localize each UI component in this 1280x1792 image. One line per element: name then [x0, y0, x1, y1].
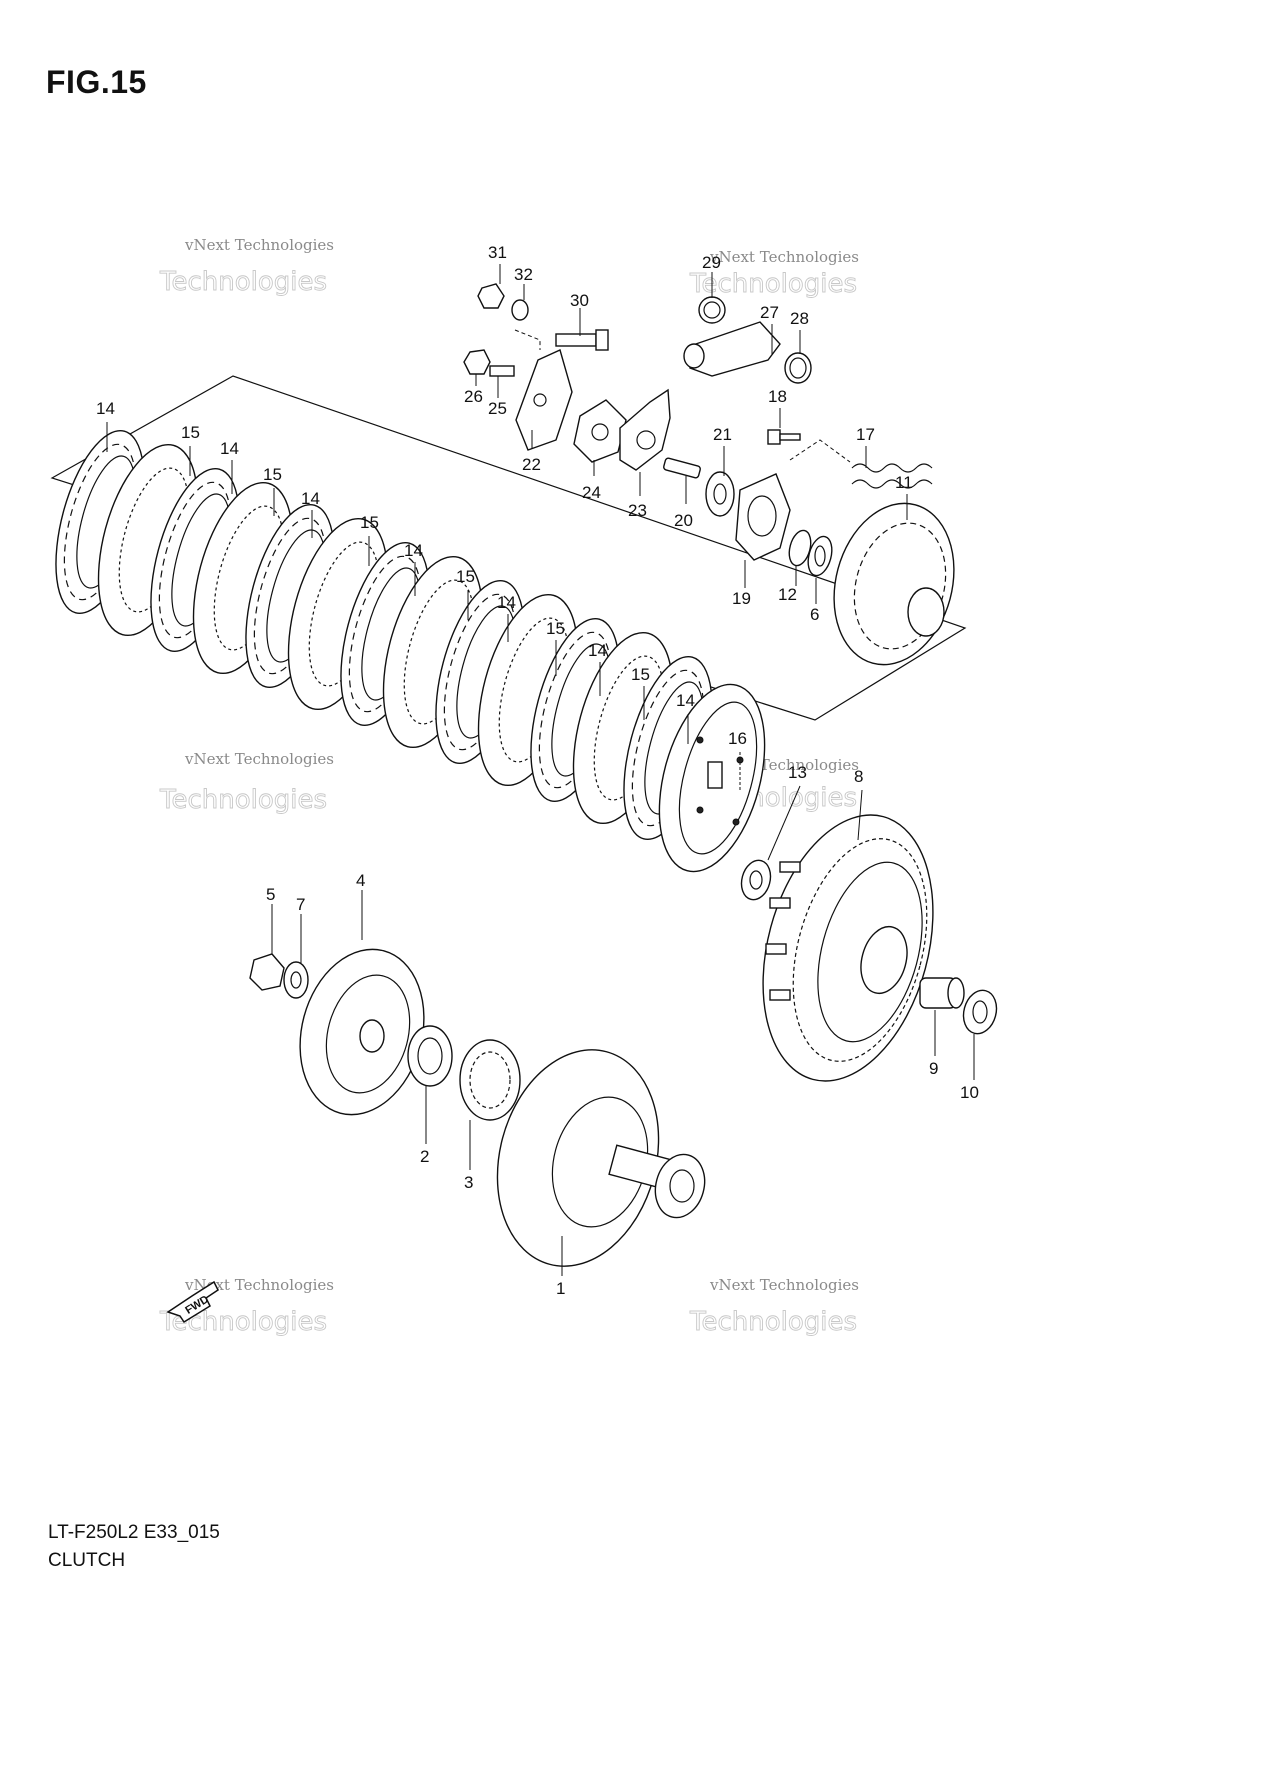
svg-text:vNext Technologies: vNext Technologies	[184, 750, 334, 768]
watermark-top-right: vNext Technologies Technologies	[689, 248, 859, 299]
plate-stack	[55, 429, 713, 841]
pressure-plate-16	[658, 683, 766, 873]
callout-29: 29	[702, 253, 721, 272]
washer-6	[807, 535, 833, 577]
callout-15: 15	[181, 423, 200, 442]
watermark-top-left: vNext Technologies Technologies	[159, 236, 334, 297]
bearing-3	[459, 1039, 521, 1121]
callout-28: 28	[790, 309, 809, 328]
callout-2: 2	[420, 1147, 429, 1166]
callout-31: 31	[488, 243, 507, 262]
clutch-housing-8	[762, 814, 934, 1082]
callout-5: 5	[266, 885, 275, 904]
callout-14: 14	[301, 489, 320, 508]
svg-text:Technologies: Technologies	[689, 1307, 857, 1337]
o-ring-28	[784, 352, 812, 384]
callout-11: 11	[895, 473, 913, 492]
nut-26	[463, 349, 491, 375]
watermark-bottom-right: vNext Technologies Technologies	[689, 1276, 859, 1337]
callout-17: 17	[856, 425, 875, 444]
callout-1: 1	[556, 1279, 565, 1298]
cam-24	[573, 399, 627, 463]
nut-5	[249, 953, 285, 991]
bolt-25	[489, 365, 515, 377]
section-name: CLUTCH	[48, 1550, 126, 1571]
callout-15: 15	[546, 619, 565, 638]
callout-15: 15	[456, 567, 475, 586]
callout-6: 6	[810, 605, 819, 624]
callout-23: 23	[628, 501, 647, 520]
ring-29	[698, 296, 726, 324]
callouts: 14 15 14 15 14 15 14 15 14 15 14 15 14 1…	[96, 243, 979, 1298]
callout-19: 19	[732, 589, 751, 608]
callout-22: 22	[522, 455, 541, 474]
callout-24: 24	[582, 483, 601, 502]
callout-27: 27	[760, 303, 779, 322]
callout-15: 15	[263, 465, 282, 484]
callout-16: 16	[728, 729, 747, 748]
model-code: LT-F250L2 E33_015	[48, 1522, 220, 1543]
callout-18: 18	[768, 387, 787, 406]
callout-14: 14	[404, 541, 423, 560]
svg-text:vNext Technologies: vNext Technologies	[184, 236, 334, 254]
callout-14: 14	[96, 399, 115, 418]
callout-25: 25	[488, 399, 507, 418]
callout-14: 14	[497, 593, 516, 612]
callout-3: 3	[464, 1173, 473, 1192]
svg-text:vNext Technologies: vNext Technologies	[709, 248, 859, 266]
callout-13: 13	[788, 763, 807, 782]
svg-text:vNext Technologies: vNext Technologies	[709, 1276, 859, 1294]
washer-13	[740, 859, 772, 901]
callout-7: 7	[296, 895, 305, 914]
svg-text:vNext Technologies: vNext Technologies	[184, 1276, 334, 1294]
leader-lines	[106, 264, 975, 1276]
callout-14: 14	[676, 691, 695, 710]
callout-20: 20	[674, 511, 693, 530]
figure-title: FIG.15	[46, 64, 147, 100]
svg-text:Technologies: Technologies	[159, 785, 327, 815]
callout-15: 15	[631, 665, 650, 684]
spring-17	[851, 463, 933, 489]
svg-text:Technologies: Technologies	[689, 269, 857, 299]
callout-26: 26	[464, 387, 483, 406]
callout-14: 14	[220, 439, 239, 458]
washer-10	[962, 989, 998, 1035]
callout-15: 15	[360, 513, 379, 532]
lever-27	[683, 321, 781, 377]
callout-14: 14	[588, 641, 607, 660]
bolt-18	[767, 429, 801, 445]
callout-21: 21	[713, 425, 732, 444]
callout-4: 4	[356, 871, 365, 890]
release-plate-19	[735, 473, 791, 561]
spacer-9	[919, 977, 965, 1009]
callout-10: 10	[960, 1083, 979, 1102]
bearing-21	[705, 471, 735, 517]
cam-plate-23	[619, 388, 671, 471]
lever-22	[515, 349, 573, 451]
callout-12: 12	[778, 585, 797, 604]
washer-32	[511, 299, 529, 321]
pin-20	[663, 457, 701, 479]
callout-9: 9	[929, 1059, 938, 1078]
one-way-clutch-2	[407, 1025, 453, 1087]
callout-30: 30	[570, 291, 589, 310]
nut-31	[477, 283, 505, 309]
bolt-30	[555, 329, 609, 351]
shoe-clutch-4	[299, 948, 425, 1116]
sleeve-hub-11	[833, 502, 955, 666]
callout-32: 32	[514, 265, 533, 284]
svg-text:Technologies: Technologies	[159, 267, 327, 297]
watermark-mid-left: vNext Technologies Technologies	[159, 750, 334, 815]
callout-8: 8	[854, 767, 863, 786]
washer-7	[283, 961, 309, 999]
clutch-drum-1	[496, 1049, 706, 1267]
